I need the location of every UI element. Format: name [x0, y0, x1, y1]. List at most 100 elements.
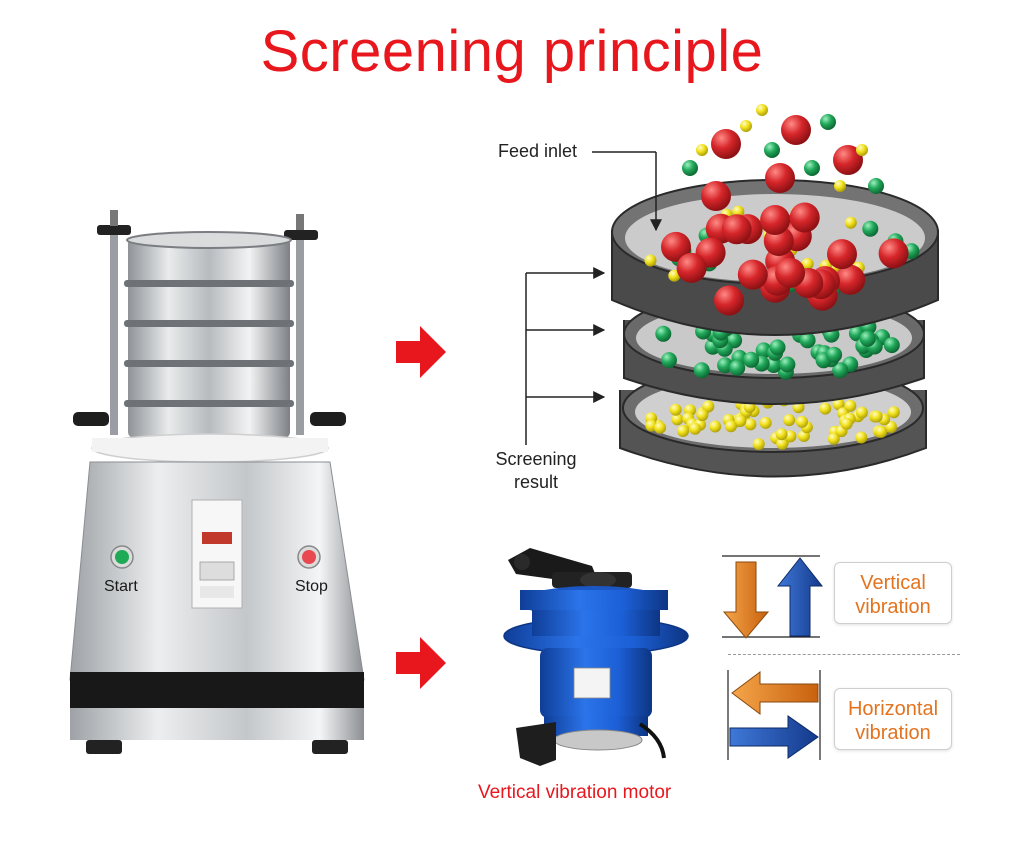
yellow-particle	[669, 403, 682, 416]
yellow-particle	[827, 432, 840, 445]
yellow-particle	[834, 180, 846, 192]
yellow-particle	[709, 420, 722, 433]
red-particle	[661, 231, 691, 262]
yellow-particle	[644, 254, 657, 267]
screening-result-line2: result	[513, 472, 558, 492]
red-particle	[711, 129, 741, 159]
vertical-vibration-label: Vertical vibration	[834, 562, 952, 624]
yellow-particle	[756, 104, 768, 116]
green-particle	[682, 160, 698, 176]
yellow-particle	[776, 437, 789, 450]
screening-result-label: Screening result	[486, 448, 586, 494]
red-particle	[827, 239, 857, 270]
yellow-particle	[856, 144, 868, 156]
red-particle	[714, 285, 744, 316]
yellow-particle	[734, 415, 747, 427]
screening-result-bracket	[525, 267, 606, 445]
green-particle	[804, 160, 820, 176]
yellow-particle	[855, 431, 868, 444]
sieve-shaker-machine	[69, 210, 365, 754]
yellow-particle	[654, 421, 667, 434]
yellow-particle	[775, 428, 788, 441]
horizontal-vibration-line2: vibration	[855, 722, 931, 744]
feed-inlet-pointer	[592, 151, 662, 232]
left-arrow-icon	[731, 671, 819, 715]
green-particle	[764, 142, 780, 158]
yellow-particle	[783, 414, 796, 427]
red-particle	[737, 259, 768, 290]
yellow-particle	[724, 420, 737, 433]
yellow-particle	[855, 406, 868, 419]
green-particle	[661, 352, 677, 369]
yellow-particle	[819, 402, 832, 415]
red-particle	[765, 163, 795, 193]
green-particle	[826, 346, 843, 363]
green-particle	[655, 325, 672, 342]
down-arrow-icon	[722, 561, 770, 639]
vibration-motor	[503, 548, 689, 766]
horizontal-vibration-label: Horizontal vibration	[834, 688, 952, 750]
yellow-particle	[796, 415, 808, 428]
yellow-particle	[702, 400, 715, 413]
yellow-particle	[875, 425, 888, 438]
vertical-vibration-arrows	[722, 555, 824, 639]
yellow-particle	[740, 120, 752, 132]
stop-button	[302, 550, 316, 564]
yellow-particle	[844, 399, 857, 412]
horizontal-vibration-line1: Horizontal	[847, 698, 939, 720]
green-particle	[799, 332, 816, 349]
yellow-particle	[671, 413, 684, 426]
yellow-particle	[832, 398, 845, 411]
green-particle	[717, 357, 734, 374]
green-particle	[693, 362, 710, 379]
vertical-vibration-line1: Vertical	[860, 572, 926, 594]
motor-caption: Vertical vibration motor	[478, 782, 672, 803]
yellow-particle	[689, 422, 702, 435]
screening-result-line1: Screening	[495, 449, 577, 469]
right-arrow-icon	[729, 715, 819, 759]
green-particle	[832, 362, 849, 379]
green-particle	[769, 339, 786, 356]
green-particle	[729, 359, 746, 376]
yellow-particle	[744, 418, 757, 431]
sieve-stack-diagram	[611, 104, 939, 478]
yellow-particle	[696, 144, 708, 156]
yellow-particle	[752, 438, 765, 451]
vertical-vibration-line2: vibration	[855, 596, 931, 618]
green-particle	[820, 114, 836, 130]
start-label: Start	[104, 578, 138, 595]
up-arrow-icon	[776, 557, 824, 637]
green-particle	[862, 220, 879, 237]
red-particle	[676, 252, 707, 283]
yellow-particle	[844, 216, 857, 229]
feed-inlet-label: Feed inlet	[498, 141, 578, 161]
page-title: Screening principle	[260, 19, 764, 84]
green-particle	[779, 356, 796, 373]
red-particle	[760, 205, 791, 235]
red-particle	[835, 264, 866, 295]
green-particle	[883, 337, 900, 354]
red-particle	[701, 181, 731, 211]
vibration-divider	[728, 654, 960, 655]
green-particle	[743, 351, 760, 368]
green-particle	[765, 357, 782, 373]
red-arrow-bottom	[396, 637, 446, 689]
yellow-particle	[870, 410, 883, 423]
yellow-particle	[696, 409, 709, 422]
horizontal-vibration-arrows	[727, 670, 821, 760]
yellow-particle	[668, 269, 681, 282]
start-button	[115, 550, 129, 564]
green-particle	[868, 178, 884, 194]
yellow-particle	[759, 416, 772, 429]
red-arrow-top	[396, 326, 446, 378]
red-particle	[878, 238, 909, 269]
yellow-particle	[840, 417, 853, 430]
red-particle	[833, 145, 863, 175]
yellow-particle	[801, 257, 814, 270]
stop-label: Stop	[295, 578, 328, 595]
red-particle	[789, 202, 820, 233]
red-particle	[775, 257, 806, 288]
red-particle	[721, 214, 752, 245]
green-particle	[859, 330, 876, 347]
